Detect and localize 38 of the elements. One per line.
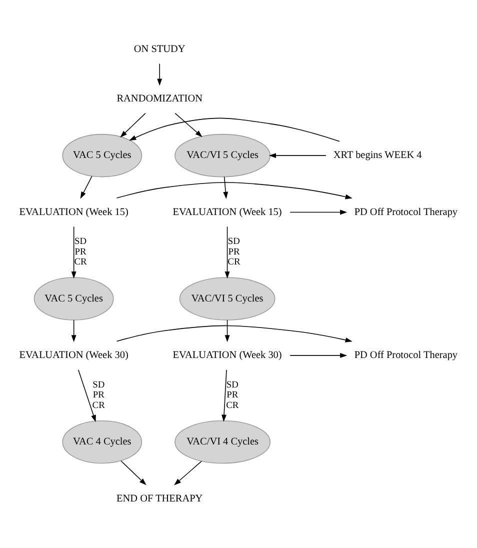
node-ellipse: VAC 5 Cycles bbox=[34, 277, 114, 320]
node-text: RANDOMIZATION bbox=[116, 94, 202, 105]
node-text: ON STUDY bbox=[134, 44, 186, 55]
arrow bbox=[71, 226, 76, 279]
arrow bbox=[129, 118, 340, 142]
arrow bbox=[174, 112, 202, 138]
arrow bbox=[224, 320, 230, 342]
arrow bbox=[120, 112, 146, 138]
arrow bbox=[222, 370, 227, 422]
arrow bbox=[78, 370, 96, 422]
node-text: END OF THERAPY bbox=[116, 493, 203, 504]
node-text: EVALUATION (Week 15) bbox=[19, 206, 128, 218]
arrow bbox=[268, 153, 326, 158]
node-text: EVALUATION (Week 30) bbox=[172, 350, 282, 362]
arrow bbox=[290, 352, 348, 358]
node-text: PD Off Protocol Therapy bbox=[354, 350, 458, 362]
node-text: PD Off Protocol Therapy bbox=[354, 206, 458, 218]
edge-label: SD PR CR bbox=[226, 380, 239, 411]
node-text: EVALUATION (Week 30) bbox=[19, 350, 128, 362]
node-ellipse: VAC/VI 4 Cycles bbox=[174, 420, 271, 464]
edge-label: SD PR CR bbox=[74, 237, 87, 268]
arrow bbox=[116, 182, 352, 200]
arrow bbox=[120, 460, 146, 486]
arrow bbox=[116, 325, 352, 342]
arrow bbox=[224, 226, 230, 279]
node-text: XRT begins WEEK 4 bbox=[333, 150, 422, 162]
arrow bbox=[71, 320, 76, 342]
node-ellipse: VAC/VI 5 Cycles bbox=[179, 277, 276, 320]
node-ellipse: VAC/VI 5 Cycles bbox=[174, 134, 271, 178]
arrow bbox=[80, 176, 92, 199]
arrow bbox=[223, 176, 228, 199]
arrow bbox=[174, 460, 202, 486]
arrow bbox=[290, 210, 348, 215]
arrow bbox=[157, 63, 162, 86]
node-ellipse: VAC 4 Cycles bbox=[62, 420, 142, 464]
edge-label: SD PR CR bbox=[92, 380, 105, 411]
node-text: EVALUATION (Week 15) bbox=[172, 206, 282, 218]
edge-label: SD PR CR bbox=[228, 237, 240, 268]
